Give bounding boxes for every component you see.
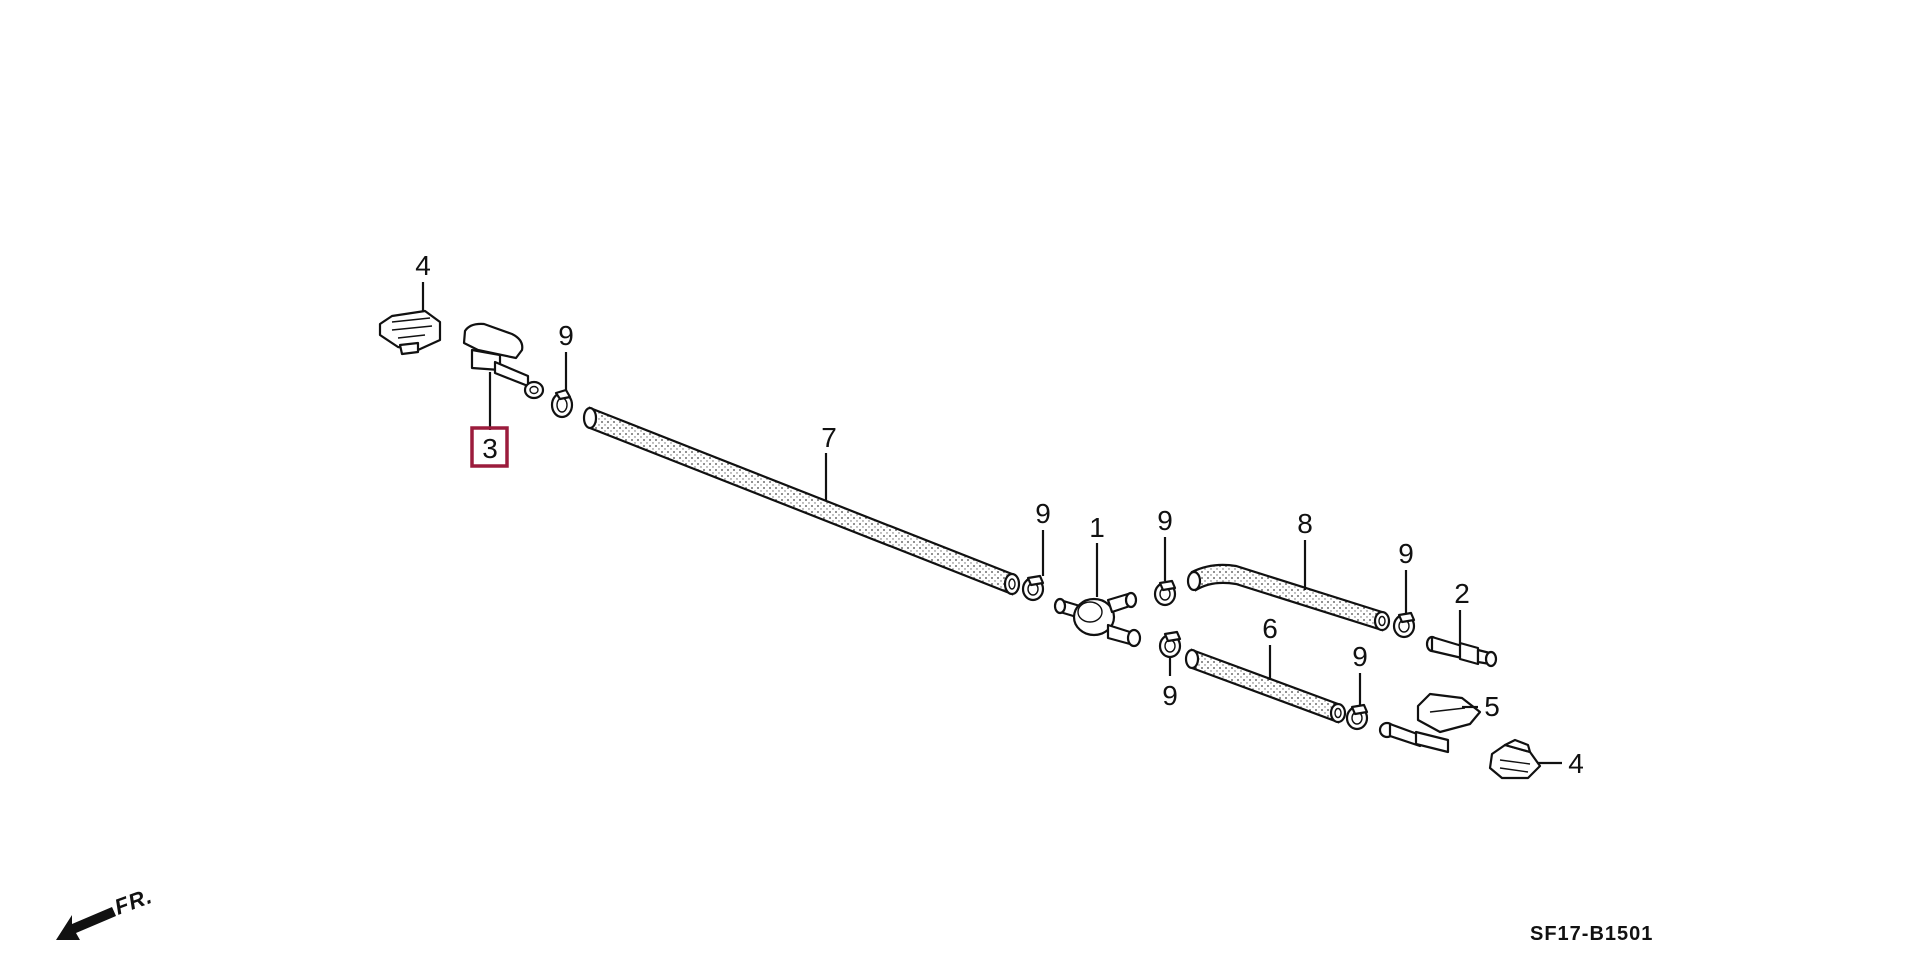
callout-tube-bent[interactable]: 8	[1297, 508, 1313, 539]
tube-short-part[interactable]	[1184, 648, 1347, 724]
drawing-code: SF17-B1501	[1530, 923, 1653, 945]
check-valve-part[interactable]	[1425, 635, 1498, 668]
callout-tube-long[interactable]: 7	[821, 422, 837, 453]
callout-nozzle-right[interactable]: 5	[1484, 691, 1500, 722]
joint-part[interactable]	[1053, 591, 1142, 648]
front-arrow-icon	[56, 907, 116, 940]
callout-clamp-e[interactable]: 9	[1398, 538, 1414, 569]
callout-clip-left[interactable]: 4	[415, 250, 431, 281]
clamp-f-part[interactable]	[1345, 703, 1369, 731]
front-indicator-label: FR.	[111, 883, 156, 920]
clamp-b-part[interactable]	[1021, 574, 1045, 602]
tube-bent-part[interactable]	[1186, 563, 1391, 632]
clamp-c-part[interactable]	[1153, 579, 1177, 607]
nozzle-left-part[interactable]	[462, 322, 545, 400]
clamp-a-part[interactable]	[550, 388, 574, 419]
callout-check-valve[interactable]: 2	[1454, 578, 1470, 609]
callout-clamp-a[interactable]: 9	[558, 320, 574, 351]
callout-clamp-d[interactable]: 9	[1162, 680, 1178, 711]
callout-joint[interactable]: 1	[1089, 512, 1105, 543]
clip-left-part[interactable]	[378, 309, 442, 356]
callout-clamp-f[interactable]: 9	[1352, 641, 1368, 672]
callout-tube-short[interactable]: 6	[1262, 613, 1278, 644]
callout-clip-right[interactable]: 4	[1568, 748, 1584, 779]
callout-clamp-c[interactable]: 9	[1157, 505, 1173, 536]
tube-long-part[interactable]	[582, 406, 1021, 596]
clip-right-part[interactable]	[1488, 738, 1542, 780]
clamp-e-part[interactable]	[1392, 611, 1416, 639]
callout-clamp-b[interactable]: 9	[1035, 498, 1051, 529]
callout-nozzle-left[interactable]: 3	[482, 433, 498, 464]
nozzle-right-part[interactable]	[1378, 692, 1482, 754]
clamp-d-part[interactable]	[1158, 630, 1182, 659]
highlight-box-nozzle-left	[470, 426, 509, 468]
